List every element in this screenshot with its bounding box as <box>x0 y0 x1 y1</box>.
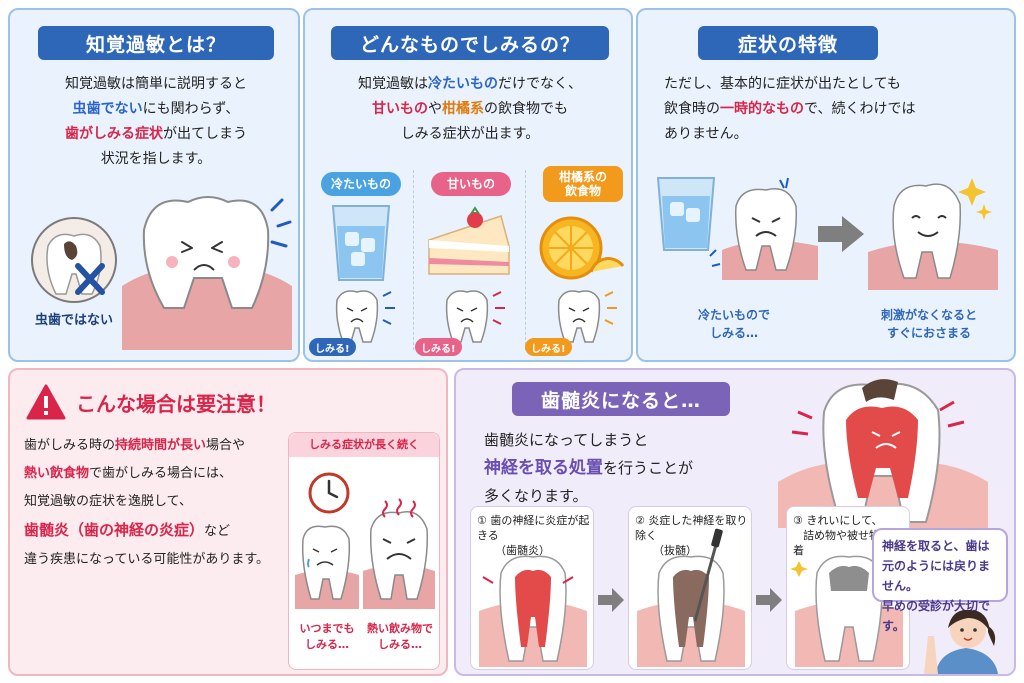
desc-line: 知覚過敏は簡単に説明すると <box>65 76 247 92</box>
suffering-tooth-illustration <box>709 177 818 280</box>
sensitive-tooth-illustration <box>122 196 292 350</box>
step-card: ② 炎症した神経を取り除く （抜髄） <box>628 506 752 670</box>
happy-tooth-illustration <box>868 178 998 290</box>
sad-tooth-illustration <box>295 525 359 609</box>
tooth-icon <box>335 290 395 343</box>
nerve-removal-tooth-icon <box>637 528 745 667</box>
stings-tag: しみる! <box>415 338 462 356</box>
stings-tag: しみる! <box>525 338 572 356</box>
desc-line: 歯髄炎になってしまうと <box>484 431 649 449</box>
step-card: ① 歯の神経に炎症が起きる （歯髄炎） <box>470 506 594 670</box>
panel-pulpitis: 歯髄炎になると… 歯髄炎になってしまうと 神経を取る処置を行うことが 多くなりま… <box>454 368 1016 676</box>
desc-line: 状況を指します。 <box>100 151 212 167</box>
ice-water-glass-icon <box>656 177 716 251</box>
arrow-right-icon <box>818 216 864 252</box>
panel-caution: こんな場合は要注意！ 歯がしみる時の持続時間が長い場合や 熱い飲食物で歯がしみる… <box>8 368 448 676</box>
tooth-icon <box>445 290 505 343</box>
panel-title: どんなものでしみるの？ <box>331 26 609 60</box>
advice-bubble: 神経を取ると、歯は 元のようには戻りません。 早めの受診が大切です。 <box>872 528 1008 633</box>
desc-line: しみる症状が出ます。 <box>400 126 540 142</box>
tooth-icon <box>557 290 617 343</box>
caption-lasting: いつまでも しみる… <box>299 622 355 651</box>
panel-what-is: 知覚過敏とは？ 知覚過敏は簡単に説明すると 虫歯でないにも関わらず、 歯がしみる… <box>8 8 300 362</box>
inflamed-pulp-tooth-icon <box>479 555 587 667</box>
box-title: しみる症状が長く続く <box>289 433 439 457</box>
panel-what-causes: どんなものでしみるの？ 知覚過敏は冷たいものだけでなく、 甘いものや柑橘系の飲食… <box>303 8 633 362</box>
caption-cold-stings: 冷たいもので しみる… <box>697 308 770 340</box>
ice-water-glass-icon <box>331 205 391 281</box>
step-text: ② 炎症した神経を取り除く （抜髄） <box>635 514 748 557</box>
divider <box>525 170 526 350</box>
desc-line: 歯がしみる症状が出てしまう <box>65 126 247 142</box>
description: 歯がしみる時の持続時間が長い場合や 熱い飲食物で歯がしみる場合には、 知覚過敏の… <box>24 432 286 574</box>
category-citrus: 柑橘系の 飲食物 <box>543 166 623 202</box>
category-cold: 冷たいもの <box>321 172 401 196</box>
desc-line: 多くなります。 <box>484 487 588 505</box>
panel-title: 歯髄炎になると… <box>512 382 730 416</box>
desc-line: 知覚過敏は冷たいものだけでなく、 <box>358 76 582 92</box>
desc-line: 虫歯でないにも関わらず、 <box>72 101 240 117</box>
step-text: ① 歯の神経に炎症が起きる （歯髄炎） <box>477 514 590 557</box>
desc-line: ありません。 <box>664 126 748 142</box>
description: 歯髄炎になってしまうと 神経を取る処置を行うことが 多くなります。 <box>484 426 784 510</box>
warning-icon <box>26 384 66 420</box>
inflamed-tooth-illustration <box>778 379 988 528</box>
desc-line: 飲食時の一時的なもので、続くわけでは <box>664 101 916 117</box>
long-lasting-box: しみる症状が長く続く いつまでも しみる… 熱い飲み物で しみる… <box>288 432 440 670</box>
stings-tag: しみる! <box>309 338 356 356</box>
arrow-right-icon <box>598 588 624 612</box>
caption-not-cavity: 虫歯ではない <box>34 313 113 328</box>
panel-features: 症状の特徴 ただし、基本的に症状が出たとしても 飲食時の一時的なもので、続くわけ… <box>636 8 1016 362</box>
desc-line: 歯がしみる時の持続時間が長い場合や <box>24 438 246 453</box>
description: 知覚過敏は冷たいものだけでなく、 甘いものや柑橘系の飲食物でも しみる症状が出ま… <box>309 72 631 147</box>
caption-subsides: 刺激がなくなると すぐにおさまる <box>880 308 977 340</box>
desc-line: 甘いものや柑橘系の飲食物でも <box>372 101 568 117</box>
desc-line: 歯髄炎（歯の神経の炎症）など <box>24 521 231 539</box>
cavity-tooth-icon <box>31 217 117 303</box>
desc-line: 知覚過敏の症状を逸脱して、 <box>24 494 192 509</box>
desc-line: 熱い飲食物で歯がしみる場合には、 <box>24 466 233 481</box>
description: ただし、基本的に症状が出たとしても 飲食時の一時的なもので、続くわけでは ありま… <box>664 72 1004 147</box>
cake-icon <box>428 206 510 275</box>
panel-title: 知覚過敏とは？ <box>38 26 274 60</box>
divider <box>413 170 414 350</box>
category-sweet: 甘いもの <box>431 172 511 196</box>
description: 知覚過敏は簡単に説明すると 虫歯でないにも関わらず、 歯がしみる症状が出てしまう… <box>16 72 296 172</box>
dentist-avatar <box>924 609 998 674</box>
caption-hot-drink: 熱い飲み物で しみる… <box>367 622 433 651</box>
desc-line: ただし、基本的に症状が出たとしても <box>664 76 901 92</box>
panel-title: 症状の特徴 <box>698 26 878 60</box>
citrus-icon <box>539 216 625 280</box>
desc-line: 違う疾患になっている可能性があります。 <box>24 552 270 567</box>
restored-tooth-icon <box>790 555 903 667</box>
desc-line: 神経を取る処置を行うことが <box>484 458 694 478</box>
panel-title: こんな場合は要注意！ <box>76 392 276 416</box>
clock-icon <box>308 472 350 514</box>
arrow-right-icon <box>756 588 782 612</box>
hot-pain-tooth-illustration <box>363 498 435 609</box>
